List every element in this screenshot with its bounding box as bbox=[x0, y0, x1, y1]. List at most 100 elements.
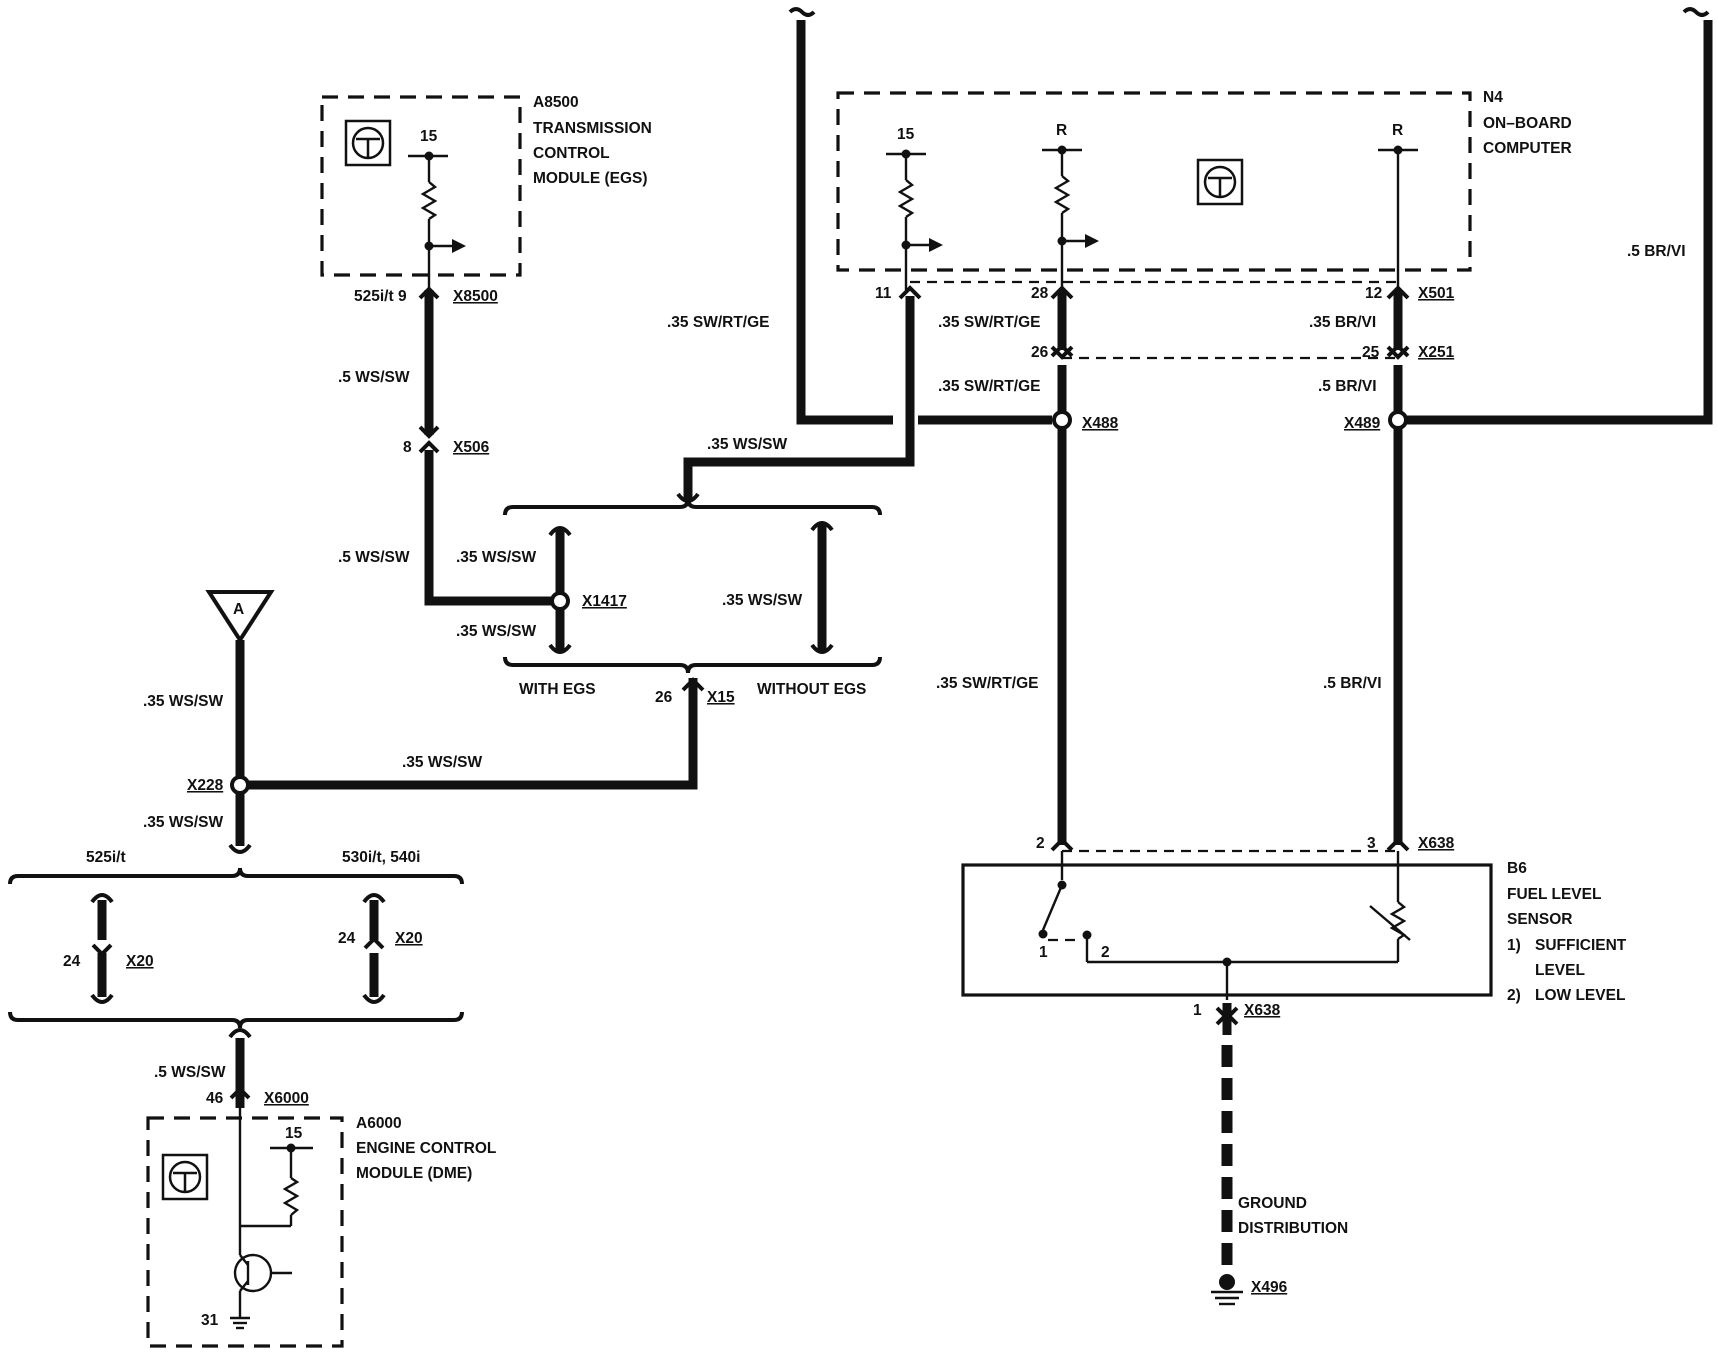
m530-label: 530i/t, 540i bbox=[342, 849, 420, 866]
p525-9-label: 525i/t 9 bbox=[354, 288, 407, 305]
line2-label: CONTROL bbox=[533, 145, 610, 162]
line1-label: TRANSMISSION bbox=[533, 120, 652, 137]
egs-option-bracket: .35 WS/SW X1417 .35 WS/SW .35 WS/SW WITH… bbox=[456, 498, 882, 698]
item1a-label: SUFFICIENT bbox=[1535, 937, 1627, 954]
wire-sw-rt-ge: 28 .35 SW/RT/GE 26 .35 SW/RT/GE X488 .35… bbox=[936, 285, 1119, 852]
ref-label: N4 bbox=[1483, 89, 1503, 106]
ref-label: B6 bbox=[1507, 860, 1527, 877]
computer-icon bbox=[161, 1153, 209, 1201]
pin-r2-label: R bbox=[1392, 122, 1403, 139]
line2-label: COMPUTER bbox=[1483, 140, 1572, 157]
sw-pin1-label: 1 bbox=[1039, 944, 1048, 961]
output-arrow-icon bbox=[1085, 234, 1099, 248]
w-ws-sw-35-x1417-top-label: .35 WS/SW bbox=[456, 549, 536, 566]
x489-label: X489 bbox=[1344, 415, 1381, 432]
p2-label: 2 bbox=[1036, 835, 1045, 852]
wire-x1417-to-n4: .35 WS/SW bbox=[676, 285, 922, 503]
x496-label: X496 bbox=[1251, 1279, 1288, 1296]
m525-label: 525i/t bbox=[86, 849, 126, 866]
x638-bot-label: X638 bbox=[1244, 1002, 1281, 1019]
n1-label: 1) bbox=[1507, 937, 1521, 954]
w-br-vi-5a-label: .5 BR/VI bbox=[1318, 378, 1377, 395]
pin-15-label: 15 bbox=[897, 126, 915, 143]
ref-label: A6000 bbox=[356, 1115, 402, 1132]
wire-br-vi: 12 X501 .35 BR/VI 25 X251 .5 BR/VI X489 … bbox=[1309, 7, 1713, 852]
output-arrow-icon bbox=[452, 239, 466, 253]
w-ws-sw-35-x15-label: .35 WS/SW bbox=[402, 754, 482, 771]
wire-a8500-to-x1417: 525i/t 9 X8500 .5 WS/SW 8 X506 .5 WS/SW bbox=[338, 286, 552, 606]
model-option-bracket: 24 X20 24 X20 525i/t 530i/t, 540i bbox=[8, 849, 464, 1029]
b6-fuel-level-sensor: 1 2 2 3 X638 B6 FUEL LEVEL SENSOR 1) SUF… bbox=[961, 835, 1627, 1004]
p8-label: 8 bbox=[403, 439, 412, 456]
output-arrow-icon bbox=[929, 238, 943, 252]
line1-label: ON–BOARD bbox=[1483, 115, 1572, 132]
pin-label: 15 bbox=[420, 128, 438, 145]
w-sw-rt-ge-26-label: .35 SW/RT/GE bbox=[938, 378, 1041, 395]
line1-label: ENGINE CONTROL bbox=[356, 1140, 496, 1157]
x488-label: X488 bbox=[1082, 415, 1119, 432]
a6000-module: 15 31 A6000 ENGINE CONTROL MODULE (DME) bbox=[146, 1108, 496, 1348]
x228-splice bbox=[230, 775, 250, 795]
resistor-icon bbox=[420, 181, 438, 220]
w-ws-sw-35-without-label: .35 WS/SW bbox=[722, 592, 802, 609]
a8500-box bbox=[320, 95, 522, 277]
w-ws-sw-35-x228-label: .35 WS/SW bbox=[143, 814, 223, 831]
item1b-label: LEVEL bbox=[1535, 962, 1585, 979]
x489-splice bbox=[1388, 410, 1408, 430]
ground-distribution: 1 X638 GROUND DISTRIBUTION X496 bbox=[1193, 1002, 1348, 1306]
p3-label: 3 bbox=[1367, 835, 1376, 852]
with-egs-label: WITH EGS bbox=[519, 681, 596, 698]
w-ws-sw-5-x6000-label: .5 WS/SW bbox=[154, 1064, 226, 1081]
resistor-icon bbox=[897, 179, 915, 218]
p24-a-label: 24 bbox=[63, 953, 81, 970]
line2-label: SENSOR bbox=[1507, 911, 1572, 928]
pin-15-label: 15 bbox=[285, 1125, 303, 1142]
resistor-icon bbox=[282, 1177, 300, 1216]
pin-31-label: 31 bbox=[201, 1312, 219, 1329]
w-ws-sw-35-top-label: .35 WS/SW bbox=[707, 436, 787, 453]
x20-b-label: X20 bbox=[395, 930, 423, 947]
w-sw-rt-ge-low-label: .35 SW/RT/GE bbox=[936, 675, 1039, 692]
ground-icon bbox=[1211, 1274, 1243, 1306]
sw-pin2-label: 2 bbox=[1101, 944, 1110, 961]
x488-splice bbox=[1052, 410, 1072, 430]
transistor-icon bbox=[233, 1253, 292, 1318]
ground2-label: DISTRIBUTION bbox=[1238, 1220, 1348, 1237]
x251-label: X251 bbox=[1418, 344, 1455, 361]
w-ws-sw-5b-label: .5 WS/SW bbox=[338, 549, 410, 566]
w-sw-rt-ge-left-label: .35 SW/RT/GE bbox=[667, 314, 770, 331]
w-br-vi-right-label: .5 BR/VI bbox=[1627, 243, 1686, 260]
ground-icon bbox=[230, 1316, 250, 1330]
wire-to-a6000: .5 WS/SW 46 X6000 bbox=[154, 1028, 309, 1108]
p24-b-label: 24 bbox=[338, 930, 356, 947]
p46-label: 46 bbox=[206, 1090, 224, 1107]
item2-label: LOW LEVEL bbox=[1535, 987, 1625, 1004]
w-br-vi-5b-label: .5 BR/VI bbox=[1323, 675, 1382, 692]
p28-label: 28 bbox=[1031, 285, 1049, 302]
x20-a-label: X20 bbox=[126, 953, 154, 970]
x8500-label: X8500 bbox=[453, 288, 498, 305]
line2-label: MODULE (DME) bbox=[356, 1165, 472, 1182]
line3-label: MODULE (EGS) bbox=[533, 170, 648, 187]
x228-label: X228 bbox=[187, 777, 224, 794]
w-sw-rt-ge-28-label: .35 SW/RT/GE bbox=[938, 314, 1041, 331]
x638-top-label: X638 bbox=[1418, 835, 1455, 852]
w-ws-sw-35-x1417-bot-label: .35 WS/SW bbox=[456, 623, 536, 640]
resistor-icon bbox=[1053, 175, 1071, 214]
x501-label: X501 bbox=[1418, 285, 1455, 302]
n4-box bbox=[836, 91, 1472, 272]
ref-a-label: A bbox=[233, 601, 244, 618]
line1-label: FUEL LEVEL bbox=[1507, 886, 1601, 903]
x15-label: X15 bbox=[707, 689, 735, 706]
p26-x15-label: 26 bbox=[655, 689, 673, 706]
p11-label: 11 bbox=[875, 285, 892, 302]
computer-icon bbox=[1196, 158, 1244, 206]
w-br-vi-35-label: .35 BR/VI bbox=[1309, 314, 1376, 331]
x1417-label: X1417 bbox=[582, 593, 627, 610]
reference-a-marker: A .35 WS/SW X228 .35 WS/SW bbox=[143, 590, 275, 854]
x506-label: X506 bbox=[453, 439, 490, 456]
p12-label: 12 bbox=[1365, 285, 1382, 302]
pin-r1-label: R bbox=[1056, 122, 1067, 139]
p1-label: 1 bbox=[1193, 1002, 1202, 1019]
